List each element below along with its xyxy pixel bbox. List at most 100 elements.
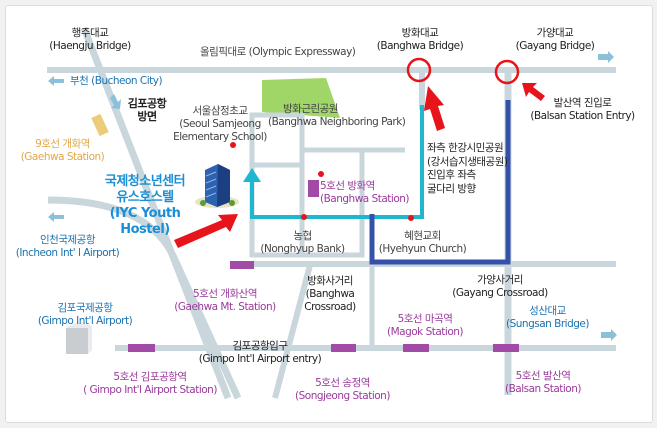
label-line: (Banghwa Bridge) xyxy=(376,40,464,52)
label-line: 발산역 진입로 xyxy=(553,97,612,109)
label-line: 방화대교 xyxy=(401,27,439,39)
label-line: 김포공항입구 xyxy=(232,340,288,352)
label-line: 방면 xyxy=(137,110,157,123)
arrow-left-icon xyxy=(48,76,64,86)
incheon-road xyxy=(47,196,242,400)
arrow-right-icon xyxy=(601,329,617,341)
label-line: 방화사거리 xyxy=(307,275,353,287)
label-line: 좌측 한강시민공원 xyxy=(427,142,504,154)
line9-station-marker xyxy=(91,113,109,137)
label-line: ( Gimpo Int'l Airport Station) xyxy=(83,384,217,396)
label-line: (Haengju Bridge) xyxy=(49,40,131,52)
park-area xyxy=(262,78,340,118)
label-line: 5호선 발산역 xyxy=(515,370,571,382)
label-line: (Banghwa Station) xyxy=(320,193,410,205)
gayang-bridge-label: 가양대교(Gayang Bridge) xyxy=(505,27,605,53)
banghwa-bridge-circle xyxy=(406,57,432,83)
haengju-road xyxy=(80,26,232,400)
airport-building-icon xyxy=(66,322,92,354)
arrow-right-icon xyxy=(598,51,614,63)
label-line: (Gayang Bridge) xyxy=(515,40,595,52)
direction-arrows xyxy=(48,51,617,341)
label-line: (Sungsan Bridge) xyxy=(506,318,589,330)
station-marker-songjeong xyxy=(331,344,356,352)
label-line: 9호선 개화역 xyxy=(35,138,90,150)
label-line: 인천국제공항 xyxy=(40,234,95,246)
landmark-dots xyxy=(230,142,414,221)
label-line: 가양대교 xyxy=(536,27,574,39)
label-line: (Seoul Samjeong xyxy=(179,118,261,130)
label-line: 방화근린공원 xyxy=(283,103,338,115)
gayang-bridge-circle xyxy=(494,59,520,85)
label-line: 5호선 마곡역 xyxy=(397,313,453,325)
route-cyan xyxy=(250,105,424,219)
label-line: 김포공항 xyxy=(127,97,167,110)
arrow-to-balsan-icon xyxy=(522,83,545,101)
banghwa-crossroad-road xyxy=(272,264,313,399)
label-line: (Hyehyun Church) xyxy=(378,243,467,255)
label-line: (Banghwa Neighboring Park) xyxy=(268,116,406,128)
label-line: (Nonghyup Bank) xyxy=(260,243,345,255)
hostel-building-icon xyxy=(195,164,239,208)
label-line: 혜현교회 xyxy=(404,230,441,242)
label-line: (Incheon Int' l Airport) xyxy=(15,247,120,259)
label-line: (강서습지생태공원) xyxy=(427,155,508,168)
gayang-crossroad-label: 가양사거리(Gayang Crossroad) xyxy=(440,274,560,300)
label-line: (Gimpo Int'l Airport) xyxy=(37,315,133,327)
label-line: 농협 xyxy=(293,230,312,242)
label-line: 가양사거리 xyxy=(477,274,523,286)
station-marker-gimpo xyxy=(128,344,155,352)
balsan-station-label: 5호선 발산역(Balsan Station) xyxy=(498,370,588,396)
label-line: 유스호스텔 xyxy=(116,190,174,205)
label-line: 굴다리 방향 xyxy=(427,182,476,195)
gimpo-station-label: 5호선 김포공항역( Gimpo Int'l Airport Station) xyxy=(75,371,225,397)
nonghyup-label: 농협(Nonghyup Bank) xyxy=(255,230,350,256)
label-line: 5호선 개화산역 xyxy=(193,288,257,300)
haengju-bridge-label: 행주대교(Haengju Bridge) xyxy=(40,27,140,53)
station-marker-magok xyxy=(403,344,429,352)
gaehwa-mt-station-label: 5호선 개화산역(Gaehwa Mt. Station) xyxy=(170,288,280,314)
arrow-to-hostel-icon xyxy=(174,214,238,248)
gimpo-airport-label: 김포국제공항(Gimpo Int'l Airport) xyxy=(30,302,140,328)
label-line: 서울삼정초교 xyxy=(192,105,248,117)
station-markers xyxy=(128,180,519,352)
banghwa-park-label: 방화근린공원(Banghwa Neighboring Park) xyxy=(268,103,428,129)
incheon-airport-label: 인천국제공항(Incheon Int' l Airport) xyxy=(15,234,120,260)
magok-station-label: 5호선 마곡역(Magok Station) xyxy=(385,313,465,339)
label-line: (IYC Youth xyxy=(109,206,181,221)
arrow-to-banghwa-icon xyxy=(424,86,445,131)
gaehwa-line9-label: 9호선 개화역(Gaehwa Station) xyxy=(15,138,110,164)
songjeong-station-label: 5호선 송정역(Songjeong Station) xyxy=(290,377,395,403)
label-line: 성산대교 xyxy=(529,305,566,317)
route-cyan-arrowhead xyxy=(243,168,261,182)
label-line: (Gaehwa Station) xyxy=(20,151,105,163)
banghwa-station-label: 5호선 방화역(Banghwa Station) xyxy=(320,180,410,206)
olympic-expressway-label: 올림픽대로 (Olympic Expressway) xyxy=(200,46,356,58)
bucheon-city-label: 부천 (Bucheon City) xyxy=(70,75,163,87)
label-line: 5호선 방화역 xyxy=(320,180,375,192)
gimpo-entry-label: 김포공항입구(Gimpo Int'l Airport entry) xyxy=(190,340,330,366)
label-line: (Banghwa xyxy=(305,288,355,300)
label-line: (Gimpo Int'l Airport entry) xyxy=(198,353,322,365)
label-line: (Balsan Station) xyxy=(505,383,581,395)
hyehyun-church-label: 혜현교회(Hyehyun Church) xyxy=(375,230,470,256)
label-line: Elementary School) xyxy=(173,131,267,143)
label-line: (Gayang Crossroad) xyxy=(452,287,548,299)
label-line: 국제청소년센터 xyxy=(104,174,186,189)
station-marker-gaehwa-mt xyxy=(230,261,254,269)
label-line: Crossroad) xyxy=(304,301,356,313)
arrow-down-right-icon xyxy=(110,94,121,109)
balsan-entry-label: 발산역 진입로(Balsan Station Entry) xyxy=(525,97,640,123)
label-line: 5호선 김포공항역 xyxy=(113,371,187,383)
label-line: (Songjeong Station) xyxy=(295,390,390,402)
sungsan-bridge-label: 성산대교(Sungsan Bridge) xyxy=(500,305,595,331)
label-line: (Gaehwa Mt. Station) xyxy=(174,301,276,313)
banghwa-bridge-label: 방화대교(Banghwa Bridge) xyxy=(370,27,470,53)
label-line: (Balsan Station Entry) xyxy=(530,110,635,122)
